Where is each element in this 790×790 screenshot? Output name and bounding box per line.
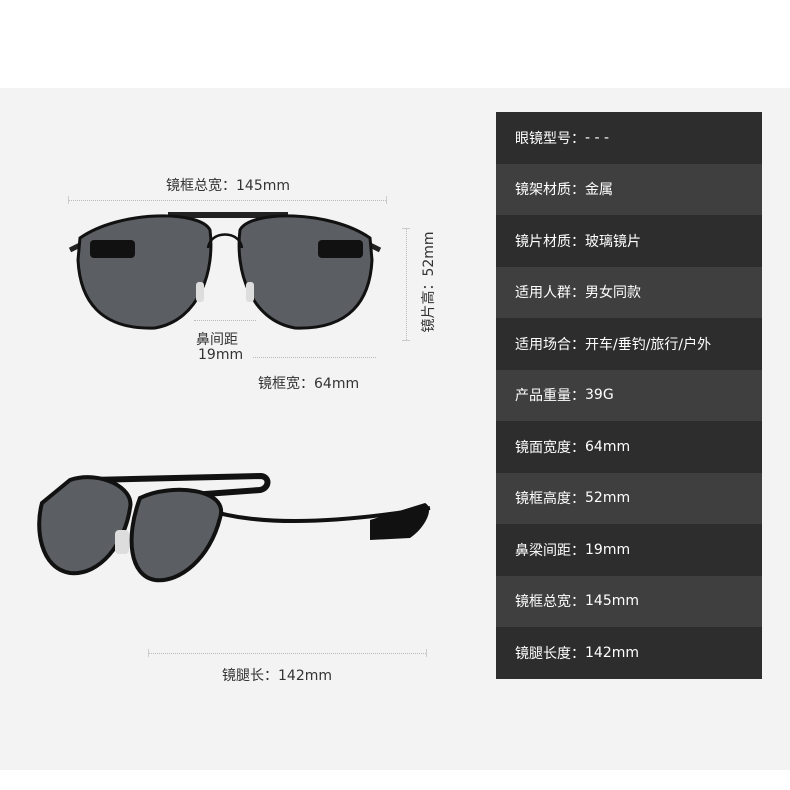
dim-cap bbox=[426, 649, 427, 657]
spec-label: 镜腿长度： bbox=[515, 645, 585, 662]
spec-row: 镜框高度：52mm bbox=[496, 472, 762, 524]
spec-row: 镜架材质：金属 bbox=[496, 163, 762, 215]
bridge-value: 19mm bbox=[198, 347, 244, 363]
spec-row: 适用场合：开车/垂钓/旅行/户外 bbox=[496, 318, 762, 370]
sunglasses-front-image bbox=[68, 212, 382, 330]
dim-cap bbox=[402, 340, 410, 341]
temple-length-line bbox=[148, 653, 426, 654]
spec-value: 52mm bbox=[585, 490, 631, 507]
spec-value: 开车/垂钓/旅行/户外 bbox=[585, 336, 712, 353]
spec-value: - - - bbox=[585, 129, 610, 146]
spec-label: 适用人群： bbox=[515, 285, 585, 302]
spec-table: 眼镜型号：- - -镜架材质：金属镜片材质：玻璃镜片适用人群：男女同款适用场合：… bbox=[496, 112, 762, 679]
spec-label: 镜片材质： bbox=[515, 233, 585, 250]
lens-width-label: 镜框宽：64mm bbox=[258, 376, 360, 392]
spec-label: 鼻梁间距： bbox=[515, 542, 585, 559]
spec-label: 镜框总宽： bbox=[515, 594, 585, 611]
spec-value: 142mm bbox=[585, 644, 639, 661]
spec-label: 产品重量： bbox=[515, 388, 585, 405]
dim-cap bbox=[386, 196, 387, 204]
spec-row: 眼镜型号：- - - bbox=[496, 112, 762, 164]
spec-label: 镜架材质： bbox=[515, 182, 585, 199]
spec-label: 眼镜型号： bbox=[515, 130, 585, 147]
dim-cap bbox=[402, 228, 410, 229]
lens-width-line bbox=[253, 357, 376, 358]
spec-value: 19mm bbox=[585, 541, 631, 558]
lens-height-line bbox=[406, 228, 407, 340]
spec-value: 145mm bbox=[585, 593, 639, 610]
spec-row: 产品重量：39G bbox=[496, 369, 762, 421]
bridge-label: 鼻间距 bbox=[196, 332, 238, 348]
spec-label: 适用场合： bbox=[515, 336, 585, 353]
spec-value: 男女同款 bbox=[585, 285, 641, 302]
dim-cap bbox=[148, 649, 149, 657]
spec-row: 镜腿长度：142mm bbox=[496, 627, 762, 679]
spec-label: 镜框高度： bbox=[515, 491, 585, 508]
total-width-label: 镜框总宽：145mm bbox=[166, 178, 290, 194]
dim-cap bbox=[68, 196, 69, 204]
spec-row: 镜面宽度：64mm bbox=[496, 421, 762, 473]
spec-row: 适用人群：男女同款 bbox=[496, 266, 762, 318]
spec-label: 镜面宽度： bbox=[515, 439, 585, 456]
spec-value: 玻璃镜片 bbox=[585, 233, 641, 250]
spec-value: 64mm bbox=[585, 438, 631, 455]
spec-value: 金属 bbox=[585, 182, 613, 199]
bridge-line bbox=[194, 320, 256, 321]
spec-row: 镜片材质：玻璃镜片 bbox=[496, 215, 762, 267]
temple-length-label: 镜腿长：142mm bbox=[222, 668, 332, 684]
spec-row: 镜框总宽：145mm bbox=[496, 575, 762, 627]
lens-height-label: 镜片高：52mm bbox=[421, 231, 437, 333]
spec-value: 39G bbox=[585, 387, 614, 404]
spec-row: 鼻梁间距：19mm bbox=[496, 524, 762, 576]
total-width-line bbox=[68, 200, 386, 201]
sunglasses-side-image bbox=[37, 472, 431, 583]
